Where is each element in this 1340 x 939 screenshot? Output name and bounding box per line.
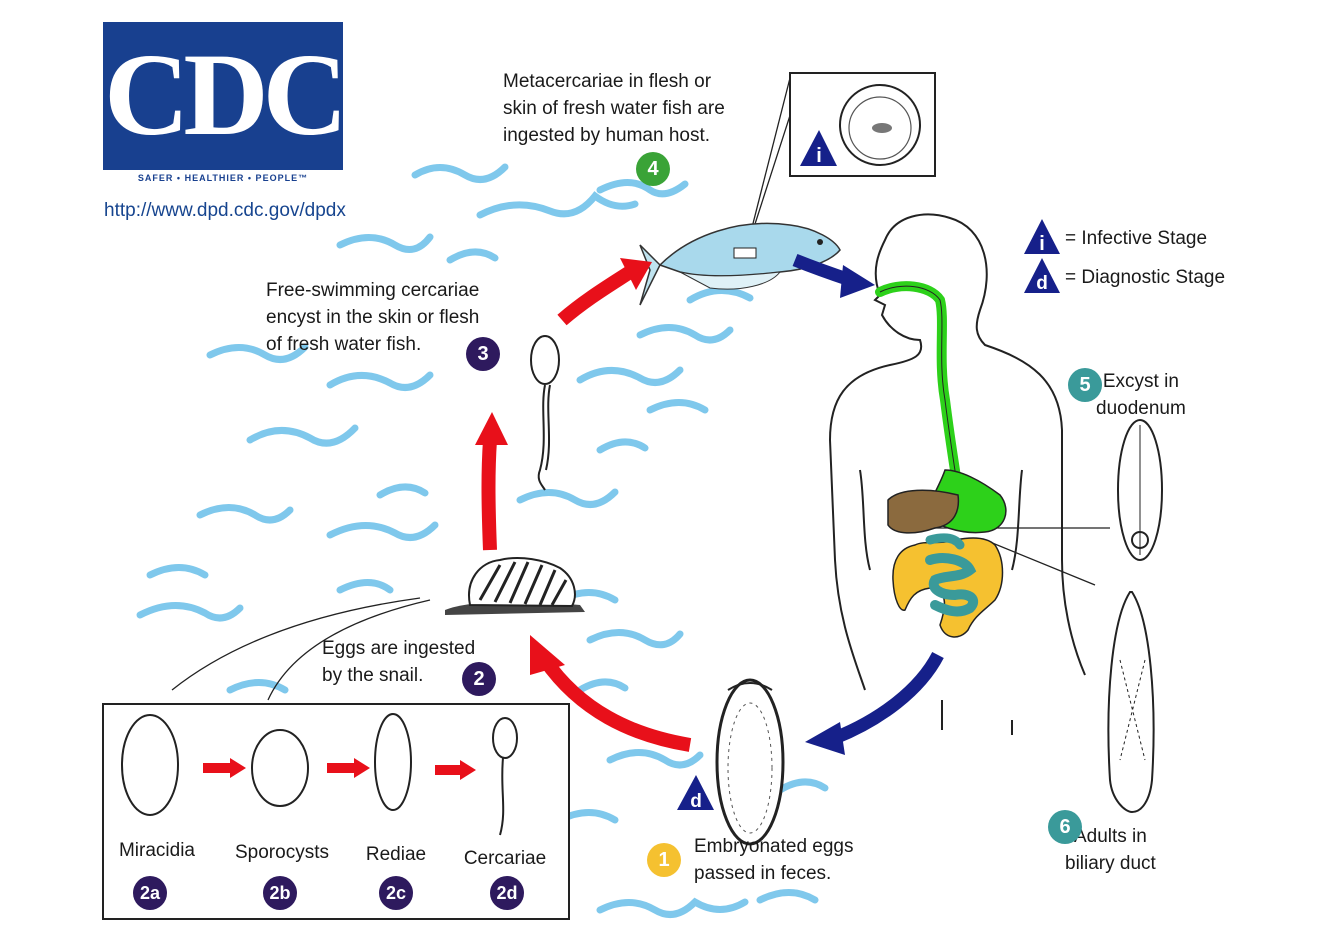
svg-text:d: d: [1036, 273, 1048, 294]
svg-text:i: i: [816, 145, 822, 167]
water-waves: [136, 163, 829, 918]
substage-panel: [102, 703, 570, 920]
substage-2d-label: Cercariae: [463, 848, 547, 869]
red-arrowheads: [475, 258, 652, 675]
human-body: [828, 213, 1086, 735]
infective-marker-inset: i: [800, 130, 837, 167]
substage-2b-label: Sporocysts: [235, 842, 329, 863]
stage-3-badge: 3: [466, 337, 500, 371]
legend-infective-triangle: i: [1024, 219, 1060, 255]
substage-2a-label: Miracidia: [118, 840, 196, 861]
excysted-worm: [1117, 419, 1163, 561]
stage-4-badge: 4: [636, 152, 670, 186]
substage-2a-badge: 2a: [133, 876, 167, 910]
cdc-logo: CDC: [103, 22, 343, 170]
stage-1-text: Embryonated eggs passed in feces.: [694, 836, 854, 884]
svg-text:d: d: [690, 791, 702, 812]
cdc-tagline: SAFER • HEALTHIER • PEOPLE™: [137, 173, 309, 183]
substage-2c-badge: 2c: [379, 876, 413, 910]
red-arrows: [481, 266, 692, 752]
blue-arrowheads: [805, 265, 875, 755]
embryonated-egg: [715, 678, 785, 846]
stage-5-text: Excyst in duodenum: [1096, 371, 1186, 419]
legend-diagnostic-triangle: d: [1024, 258, 1060, 294]
cdc-logo-letters: CDC: [104, 29, 343, 160]
adult-fluke: [1107, 591, 1155, 814]
stage-3-text: Free-swimming cercariae encyst in the sk…: [266, 280, 480, 355]
svg-text:i: i: [1039, 233, 1045, 255]
substage-2c-label: Rediae: [365, 844, 427, 865]
free-cercaria: [530, 335, 560, 491]
source-url[interactable]: http://www.dpd.cdc.gov/dpdx: [104, 200, 346, 221]
stage-1-badge: 1: [647, 843, 681, 877]
stage-6-text: Adults in biliary duct: [1065, 826, 1156, 874]
diagnostic-marker-egg: d: [677, 775, 714, 812]
substage-2b-badge: 2b: [263, 876, 297, 910]
stage-5-badge: 5: [1068, 368, 1102, 402]
legend-diagnostic-label: = Diagnostic Stage: [1065, 267, 1226, 288]
stage-2-text: Eggs are ingested by the snail.: [322, 638, 476, 686]
stage-2-badge: 2: [462, 662, 496, 696]
digestive-tract: [875, 281, 1007, 638]
legend-infective-label: = Infective Stage: [1065, 228, 1208, 249]
stage-4-text: Metacercariae in flesh or skin of fresh …: [503, 71, 725, 146]
snail: [445, 557, 585, 615]
stage-6-badge: 6: [1048, 810, 1082, 844]
substage-2d-badge: 2d: [490, 876, 524, 910]
